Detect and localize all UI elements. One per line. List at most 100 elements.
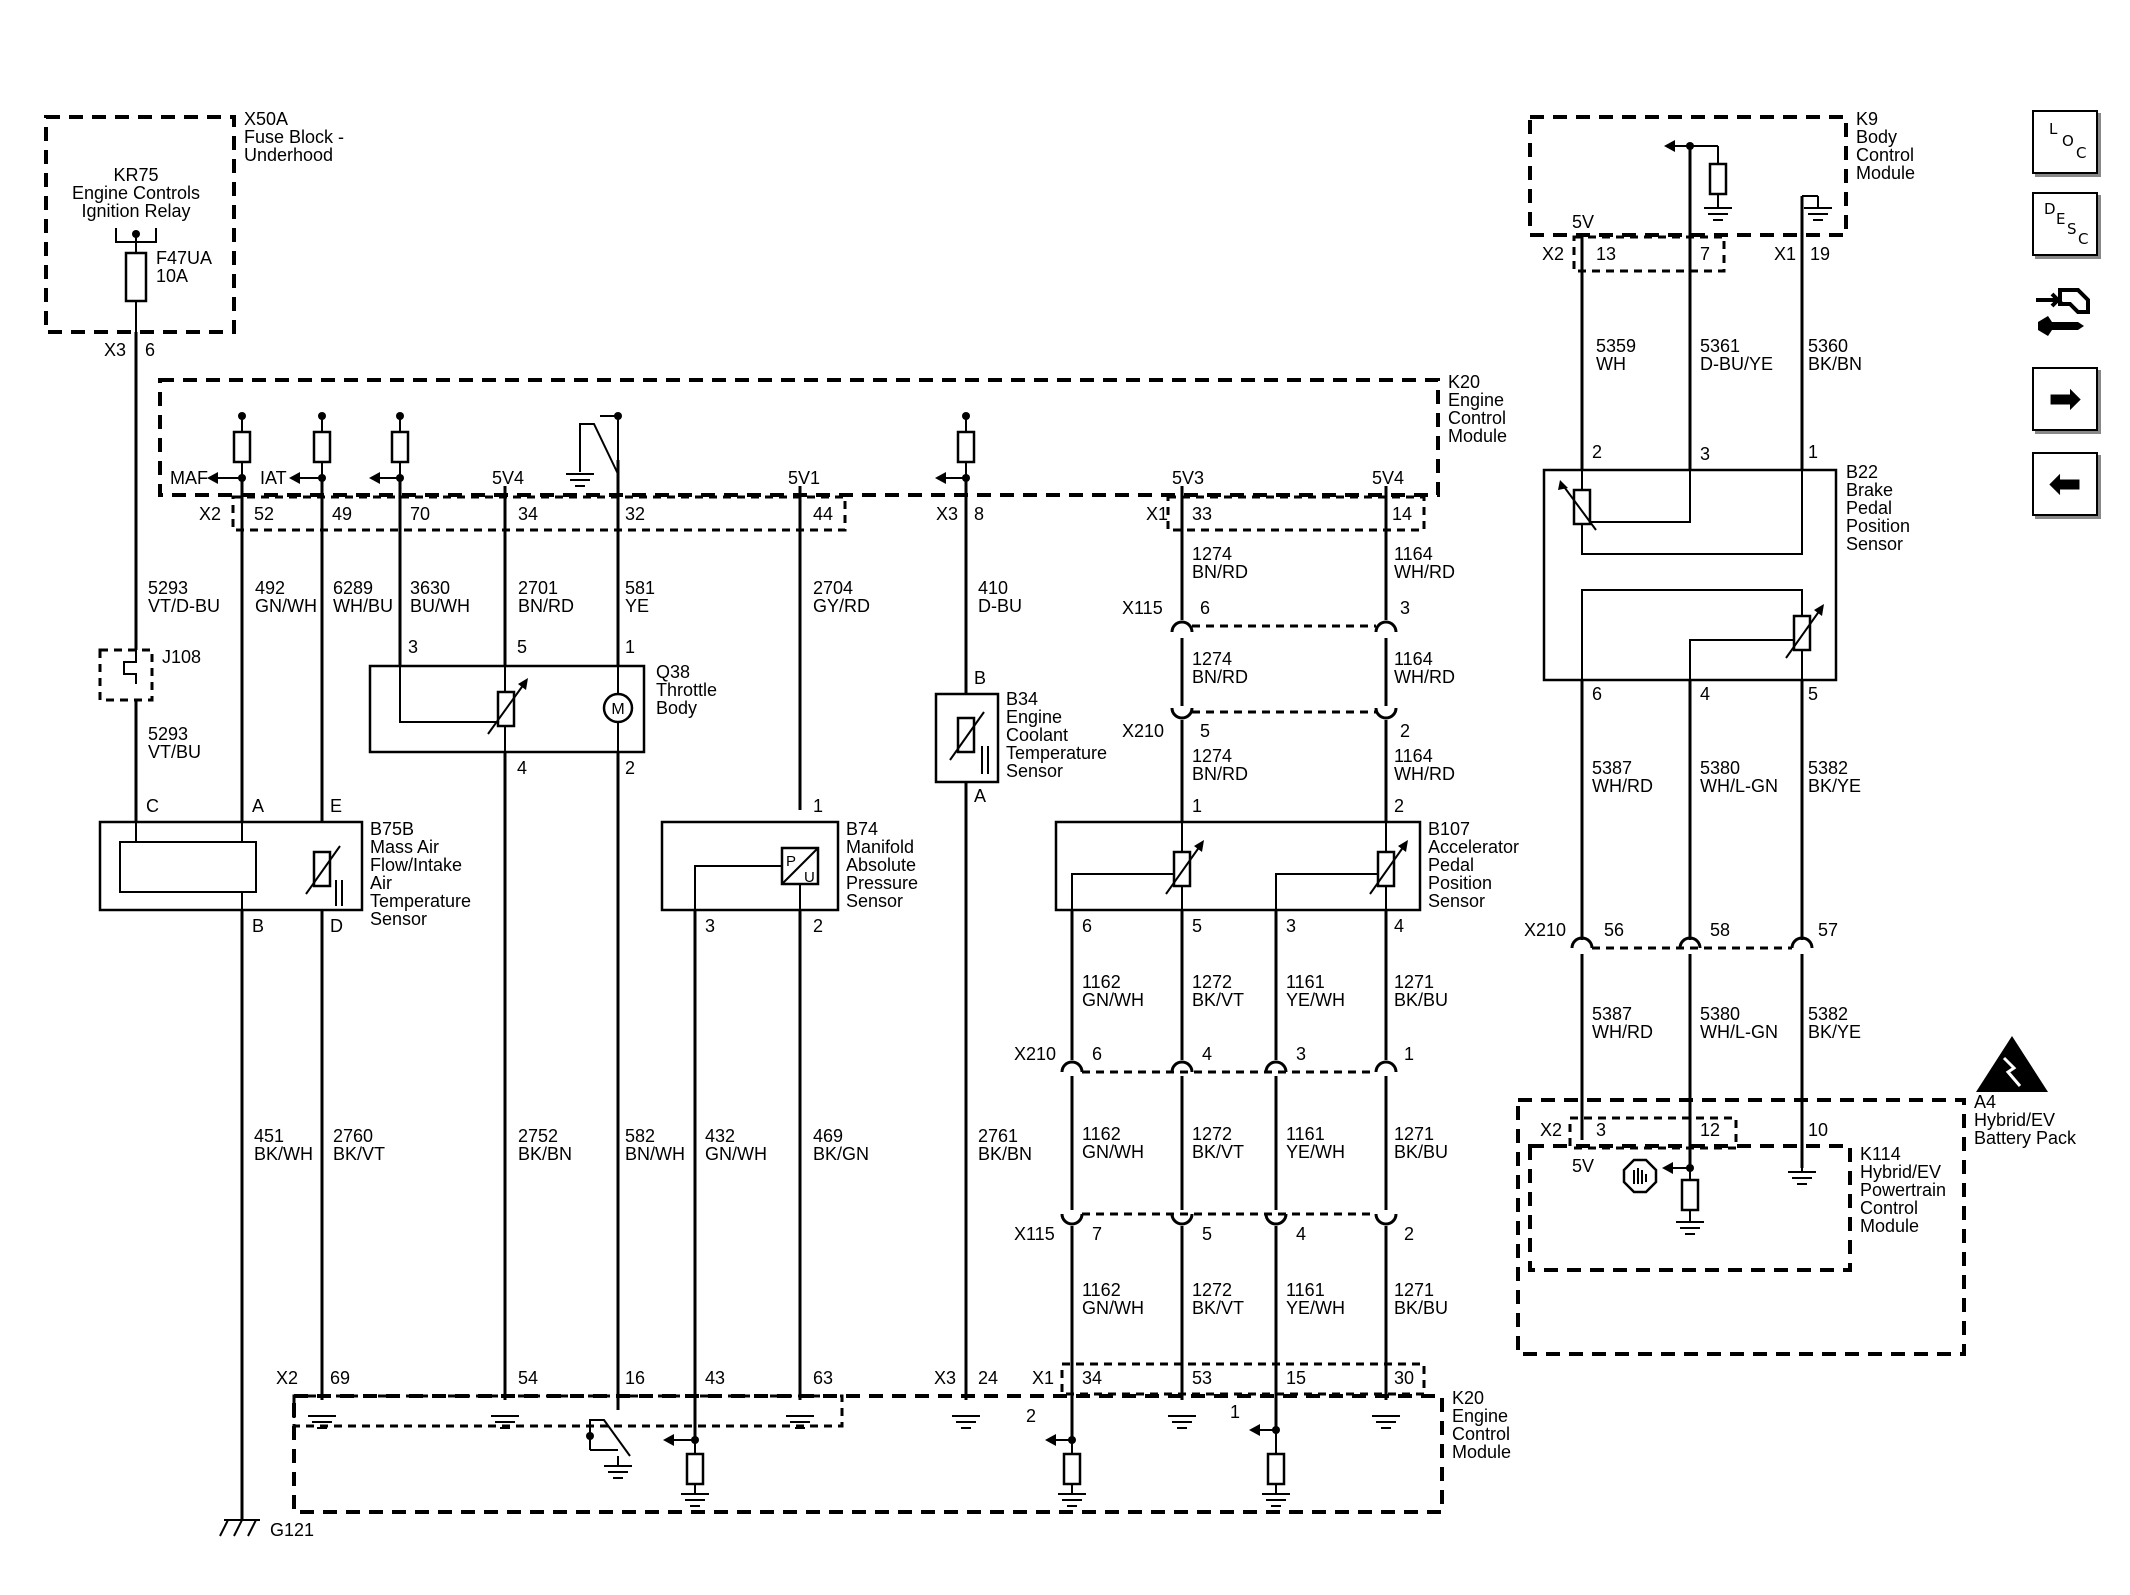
pin-b107-2: 2 [1394, 796, 1404, 816]
wire-label-5293b-col: VT/BU [148, 742, 201, 762]
b34-name-3: Temperature [1006, 743, 1107, 763]
wire-1272c-col: BK/VT [1192, 1298, 1244, 1318]
x115-label-upper: X115 [1122, 598, 1163, 618]
pin-b34-b: B [974, 668, 986, 688]
b107-name-1: Accelerator [1428, 837, 1519, 857]
pin-x115b-7: 7 [1092, 1224, 1102, 1244]
a4-name-2: Battery Pack [1974, 1128, 2077, 1148]
x1-label-top: X1 [1146, 504, 1168, 524]
wire-3630-c: 3630 [410, 578, 450, 598]
wire-5380b-c: 5380 [1700, 1004, 1740, 1024]
pin-q38-2: 2 [625, 758, 635, 778]
k20-pullup-resistors [207, 412, 976, 487]
wire-2760-col: BK/VT [333, 1144, 385, 1164]
a4-hybrid-battery-pack: A4 Hybrid/EV Battery Pack K114 Hybrid/EV… [1516, 1036, 2077, 1356]
b34-name-1: Engine [1006, 707, 1062, 727]
wire-5360-col: BK/BN [1808, 354, 1862, 374]
pin-b34-a: A [974, 786, 986, 806]
a4-ref: A4 [1974, 1092, 1996, 1112]
pin-k20b-15: 15 [1286, 1368, 1306, 1388]
b34-name-2: Coolant [1006, 725, 1068, 745]
desc-letter-2: E [2056, 210, 2066, 228]
location-button[interactable]: L O C [2032, 110, 2098, 174]
next-page-button[interactable]: ➡ [2032, 367, 2098, 431]
wire-1164a-col: WH/RD [1394, 562, 1455, 582]
k9-name-2: Control [1856, 145, 1914, 165]
wire-5387b-col: WH/RD [1592, 1022, 1653, 1042]
b75b-name-2: Flow/Intake [370, 855, 462, 875]
pin-b107-6: 6 [1082, 916, 1092, 936]
wire-5387b-c: 5387 [1592, 1004, 1632, 1024]
b74-map-sensor: 1 3 2 P U B74 Manifold Absolute Pressure… [660, 796, 918, 936]
wire-6289-col: WH/BU [333, 596, 393, 616]
fuse-ref: F47UA [156, 248, 212, 268]
pin-x210b-4: 4 [1202, 1044, 1212, 1064]
b75b-maf-iat-sensor: C A E B D B75B Mass Air Flow/Intake Air … [98, 796, 471, 936]
pin-k9-19: 19 [1810, 244, 1830, 264]
description-button[interactable]: D E S C [2032, 192, 2098, 256]
wire-1161a-col: YE/WH [1286, 990, 1345, 1010]
a4-name-1: Hybrid/EV [1974, 1110, 2055, 1130]
pin-switch-1: 1 [1230, 1402, 1240, 1422]
b107-accelerator-pedal-sensor: 1 2 6 5 3 4 B107 Accelerator Pedal Posit… [1054, 796, 1519, 936]
pin-x210b-3: 3 [1296, 1044, 1306, 1064]
pin-b22-4: 4 [1700, 684, 1710, 704]
pin-a4-3: 3 [1596, 1120, 1606, 1140]
wire-451-c: 451 [254, 1126, 284, 1146]
b22-ref: B22 [1846, 462, 1878, 482]
wire-3630-col: BU/WH [410, 596, 470, 616]
q38-throttle-body: 3 5 1 4 2 M Q38 Throttle Body [368, 637, 717, 778]
b75-maf-element [119, 841, 257, 893]
pin-x115b-2: 2 [1404, 1224, 1414, 1244]
pin-b74-3: 3 [705, 916, 715, 936]
wire-1274c-col: BN/RD [1192, 764, 1248, 784]
x210-label-upper: X210 [1122, 721, 1164, 741]
wire-5359-c: 5359 [1596, 336, 1636, 356]
k20-bottom-name-1: Engine [1452, 1406, 1508, 1426]
fuse-rating: 10A [156, 266, 188, 286]
pin-k20b-24: 24 [978, 1368, 998, 1388]
b74-u: U [804, 869, 815, 886]
pin-x210r-58: 58 [1710, 920, 1730, 940]
wire-5382b-c: 5382 [1808, 1004, 1848, 1024]
wire-1271b-c: 1271 [1394, 1124, 1434, 1144]
previous-page-button[interactable]: ⬅ [2032, 452, 2098, 516]
k20-bottom-name-2: Control [1452, 1424, 1510, 1444]
pin-b107-3: 3 [1286, 916, 1296, 936]
wire-1272a-col: BK/VT [1192, 990, 1244, 1010]
wire-1161c-c: 1161 [1286, 1280, 1325, 1300]
wire-1272b-c: 1272 [1192, 1124, 1232, 1144]
k9-name-3: Module [1856, 163, 1915, 183]
b74-name-2: Absolute [846, 855, 916, 875]
signal-5v3: 5V3 [1172, 468, 1204, 488]
kr75-name-1: Engine Controls [72, 183, 200, 203]
wire-2761-c: 2761 [978, 1126, 1018, 1146]
x3-label-top: X3 [104, 340, 126, 360]
x210-label-lower: X210 [1014, 1044, 1056, 1064]
wire-5359-col: WH [1596, 354, 1626, 374]
pin-x115-6: 6 [1200, 598, 1210, 618]
signal-maf: MAF [170, 468, 208, 488]
wire-1272b-col: BK/VT [1192, 1142, 1244, 1162]
loc-letter-3: C [2076, 144, 2087, 162]
wire-432-c: 432 [705, 1126, 735, 1146]
pin-a4-12: 12 [1700, 1120, 1720, 1140]
wire-1274a-c: 1274 [1192, 544, 1232, 564]
wire-1274c-c: 1274 [1192, 746, 1232, 766]
pin-k20b-63: 63 [813, 1368, 833, 1388]
k20-top-module: K20 Engine Control Module [158, 372, 1507, 497]
wire-1271b-col: BK/BU [1394, 1142, 1448, 1162]
b107-name-2: Pedal [1428, 855, 1474, 875]
signal-5v4-b: 5V4 [1372, 468, 1404, 488]
inline-x210-lower: X210 6 4 3 1 [1014, 1044, 1414, 1210]
connector-diagnostic-button[interactable] [2030, 276, 2100, 342]
pin-b107-4: 4 [1394, 916, 1404, 936]
pin-k20-14: 14 [1392, 504, 1412, 524]
pin-b22-1: 1 [1808, 442, 1818, 462]
wire-582-c: 582 [625, 1126, 655, 1146]
signal-5v-k9: 5V [1572, 212, 1594, 232]
k9-body-control-module: K9 Body Control Module 5V [1528, 109, 1915, 530]
q38-ref: Q38 [656, 662, 690, 682]
k114-name-3: Control [1860, 1198, 1918, 1218]
wire-1162b-c: 1162 [1082, 1124, 1121, 1144]
